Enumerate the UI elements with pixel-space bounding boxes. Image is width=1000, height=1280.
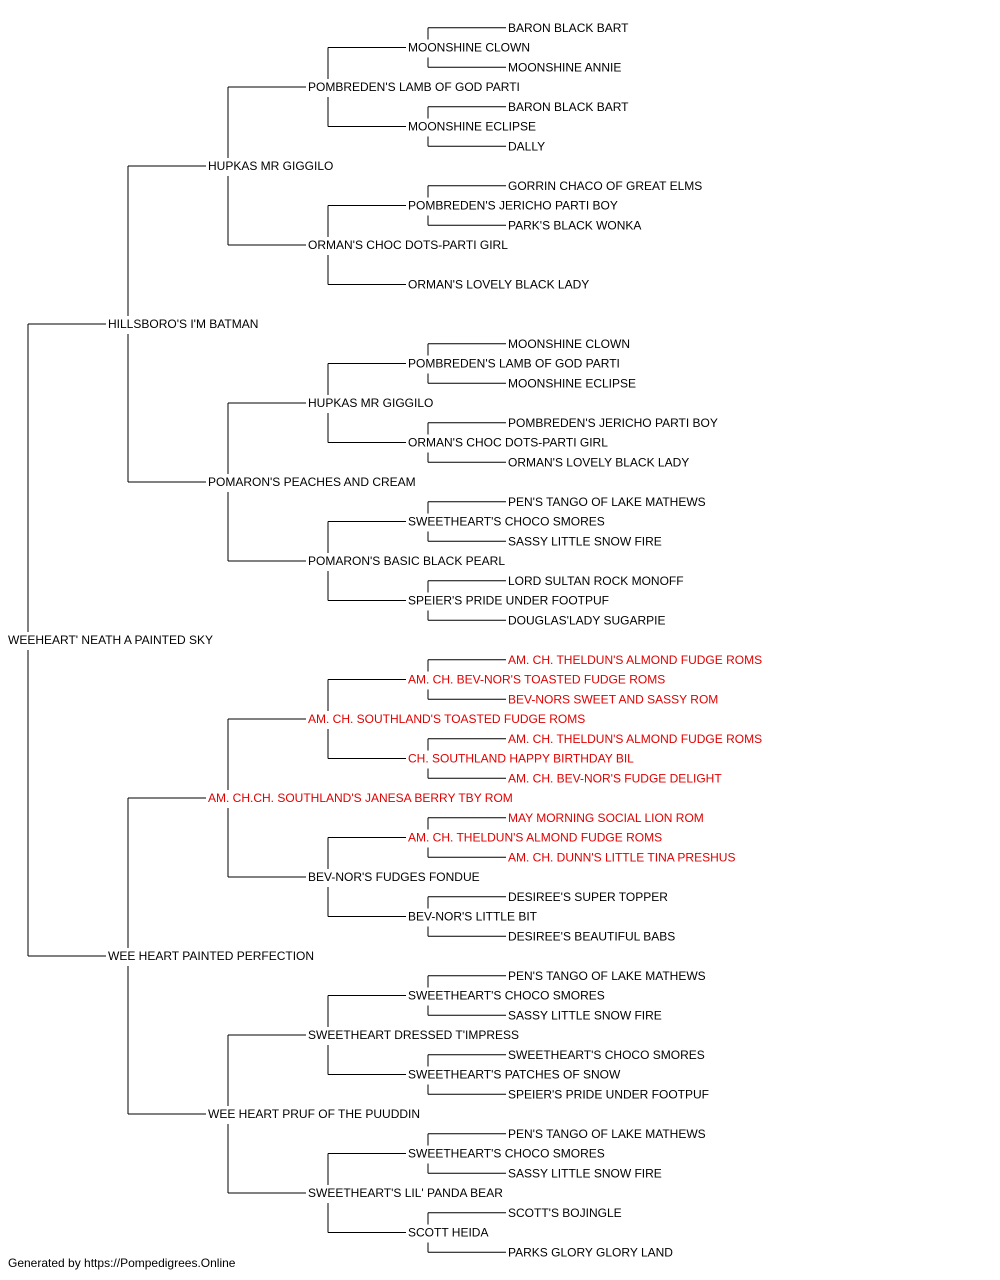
- pedigree-name: POMBREDEN'S LAMB OF GOD PARTI: [408, 357, 620, 371]
- pedigree-name: SWEETHEART DRESSED T'IMPRESS: [308, 1028, 519, 1042]
- pedigree-name: SWEETHEART'S CHOCO SMORES: [408, 515, 605, 529]
- pedigree-name: WEE HEART PAINTED PERFECTION: [108, 949, 314, 963]
- pedigree-name: SPEIER'S PRIDE UNDER FOOTPUF: [508, 1087, 709, 1101]
- pedigree-name: ORMAN'S CHOC DOTS-PARTI GIRL: [308, 238, 508, 252]
- pedigree-name: HUPKAS MR GIGGILO: [208, 159, 333, 173]
- pedigree-name: MOONSHINE ECLIPSE: [408, 120, 536, 134]
- pedigree-name: POMBREDEN'S JERICHO PARTI BOY: [408, 199, 618, 213]
- pedigree-name: MOONSHINE CLOWN: [508, 337, 630, 351]
- pedigree-name: MOONSHINE ECLIPSE: [508, 376, 636, 390]
- pedigree-name: PEN'S TANGO OF LAKE MATHEWS: [508, 1127, 706, 1141]
- pedigree-name: DALLY: [508, 139, 545, 153]
- pedigree-name: AM. CH. THELDUN'S ALMOND FUDGE ROMS: [508, 732, 762, 746]
- pedigree-name: AM. CH.CH. SOUTHLAND'S JANESA BERRY TBY …: [208, 791, 513, 805]
- pedigree-name: ORMAN'S LOVELY BLACK LADY: [408, 278, 589, 292]
- pedigree-name: AM. CH. SOUTHLAND'S TOASTED FUDGE ROMS: [308, 712, 585, 726]
- pedigree-name: PEN'S TANGO OF LAKE MATHEWS: [508, 969, 706, 983]
- pedigree-name: AM. CH. THELDUN'S ALMOND FUDGE ROMS: [408, 831, 662, 845]
- pedigree-name: SWEETHEART'S CHOCO SMORES: [508, 1048, 705, 1062]
- pedigree-name: AM. CH. DUNN'S LITTLE TINA PRESHUS: [508, 850, 735, 864]
- pedigree-name: BARON BLACK BART: [508, 21, 629, 35]
- pedigree-name: DESIREE'S BEAUTIFUL BABS: [508, 929, 675, 943]
- pedigree-name: SCOTT HEIDA: [408, 1226, 488, 1240]
- pedigree-name: POMBREDEN'S JERICHO PARTI BOY: [508, 416, 718, 430]
- pedigree-name: ORMAN'S LOVELY BLACK LADY: [508, 455, 689, 469]
- pedigree-name: PARKS GLORY GLORY LAND: [508, 1245, 673, 1259]
- pedigree-name: AM. CH. THELDUN'S ALMOND FUDGE ROMS: [508, 653, 762, 667]
- pedigree-name: DOUGLAS'LADY SUGARPIE: [508, 613, 665, 627]
- pedigree-name: BARON BLACK BART: [508, 100, 629, 114]
- pedigree-name: HUPKAS MR GIGGILO: [308, 396, 433, 410]
- pedigree-name: BEV-NOR'S FUDGES FONDUE: [308, 870, 480, 884]
- pedigree-name: SWEETHEART'S CHOCO SMORES: [408, 989, 605, 1003]
- pedigree-name: GORRIN CHACO OF GREAT ELMS: [508, 179, 702, 193]
- pedigree-name: SCOTT'S BOJINGLE: [508, 1206, 622, 1220]
- pedigree-name: SASSY LITTLE SNOW FIRE: [508, 1166, 662, 1180]
- generated-by-footer: Generated by https://Pompedigrees.Online: [8, 1256, 236, 1270]
- pedigree-name: SWEETHEART'S CHOCO SMORES: [408, 1147, 605, 1161]
- pedigree-name: BEV-NOR'S LITTLE BIT: [408, 910, 538, 924]
- pedigree-name: HILLSBORO'S I'M BATMAN: [108, 317, 258, 331]
- pedigree-name: PARK'S BLACK WONKA: [508, 218, 641, 232]
- pedigree-name: DESIREE'S SUPER TOPPER: [508, 890, 668, 904]
- pedigree-name: AM. CH. BEV-NOR'S FUDGE DELIGHT: [508, 771, 722, 785]
- pedigree-name: AM. CH. BEV-NOR'S TOASTED FUDGE ROMS: [408, 673, 665, 687]
- pedigree-name: CH. SOUTHLAND HAPPY BIRTHDAY BIL: [408, 752, 634, 766]
- pedigree-name: POMARON'S PEACHES AND CREAM: [208, 475, 416, 489]
- pedigree-name: SWEETHEART'S PATCHES OF SNOW: [408, 1068, 621, 1082]
- pedigree-name: POMBREDEN'S LAMB OF GOD PARTI: [308, 80, 520, 94]
- pedigree-name: MOONSHINE ANNIE: [508, 60, 621, 74]
- pedigree-name: PEN'S TANGO OF LAKE MATHEWS: [508, 495, 706, 509]
- pedigree-name: SASSY LITTLE SNOW FIRE: [508, 534, 662, 548]
- pedigree-name: LORD SULTAN ROCK MONOFF: [508, 574, 684, 588]
- pedigree-name: WEEHEART' NEATH A PAINTED SKY: [8, 633, 213, 647]
- pedigree-name: POMARON'S BASIC BLACK PEARL: [308, 554, 505, 568]
- pedigree-name: SPEIER'S PRIDE UNDER FOOTPUF: [408, 594, 609, 608]
- pedigree-name: WEE HEART PRUF OF THE PUUDDIN: [208, 1107, 420, 1121]
- pedigree-name: SASSY LITTLE SNOW FIRE: [508, 1008, 662, 1022]
- pedigree-name: MOONSHINE CLOWN: [408, 41, 530, 55]
- pedigree-name: ORMAN'S CHOC DOTS-PARTI GIRL: [408, 436, 608, 450]
- pedigree-name: MAY MORNING SOCIAL LION ROM: [508, 811, 704, 825]
- pedigree-name: BEV-NORS SWEET AND SASSY ROM: [508, 692, 718, 706]
- pedigree-name: SWEETHEART'S LIL' PANDA BEAR: [308, 1186, 503, 1200]
